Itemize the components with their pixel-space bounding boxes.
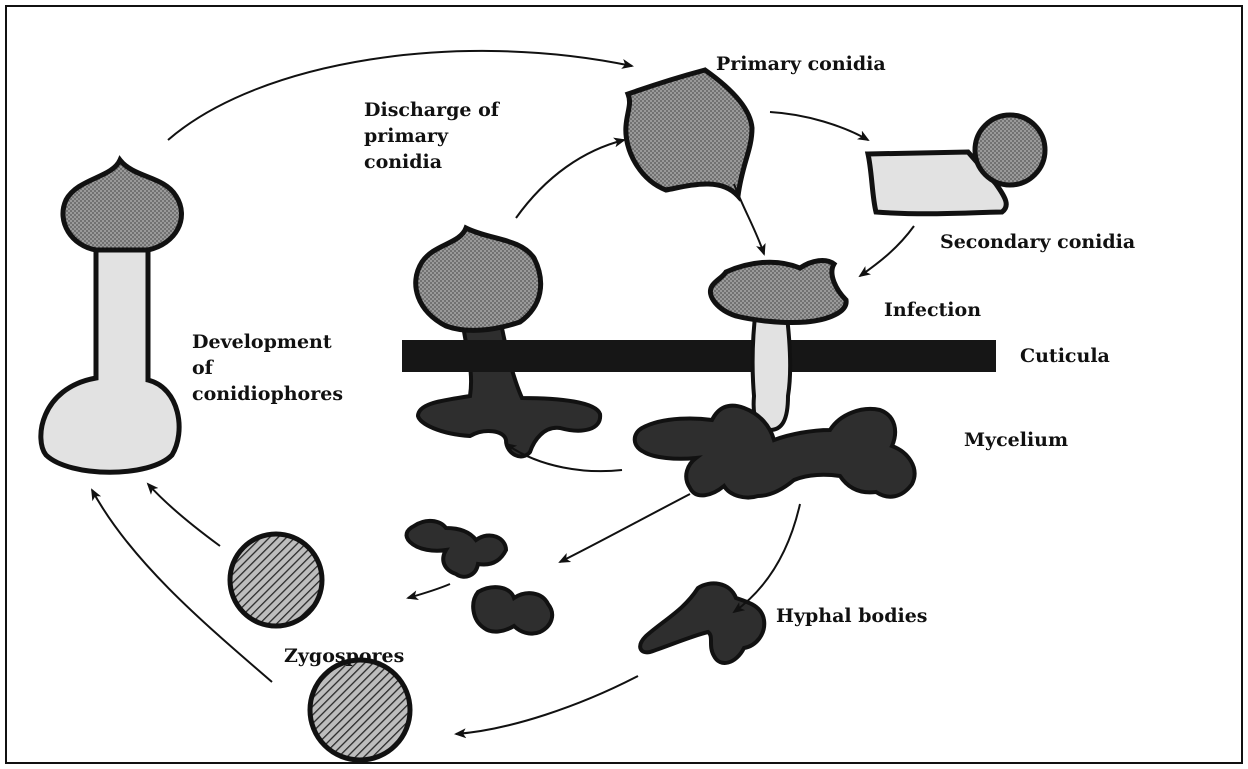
label-development-line3: conidiophores [192, 383, 343, 405]
label-primary-conidia: Primary conidia [716, 53, 886, 75]
label-development-line2: of [192, 357, 215, 379]
cuticula-band [402, 340, 996, 372]
label-discharge-line2: primary [364, 125, 449, 147]
label-mycelium: Mycelium [964, 429, 1068, 451]
label-secondary-conidia: Secondary conidia [940, 231, 1135, 253]
label-discharge-line1: Discharge of [364, 99, 501, 121]
label-hyphal-bodies: Hyphal bodies [776, 605, 927, 627]
hyphal-body [473, 587, 552, 633]
zygospore [230, 534, 322, 626]
label-cuticula: Cuticula [1020, 345, 1110, 367]
zygospore [310, 660, 410, 760]
label-zygospores: Zygospores [284, 645, 404, 667]
label-development-line1: Development [192, 331, 332, 353]
label-discharge-line3: conidia [364, 151, 442, 173]
label-infection: Infection [884, 299, 981, 321]
